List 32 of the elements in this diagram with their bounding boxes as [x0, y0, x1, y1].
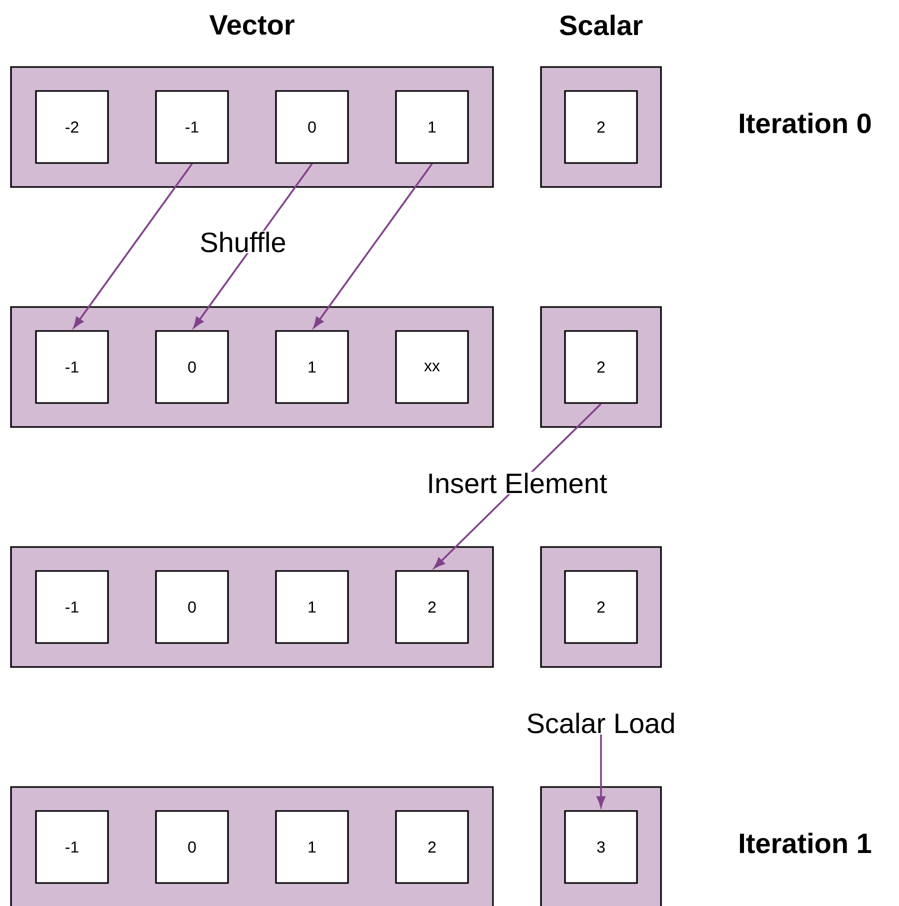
operation-label: Scalar Load	[528, 712, 674, 734]
element-box: 3	[564, 810, 638, 884]
element-box: 1	[275, 810, 349, 884]
element-box: 1	[395, 90, 469, 164]
edge-label: Insert Element	[426, 472, 608, 494]
element-box: 2	[564, 330, 638, 404]
element-box: 0	[275, 90, 349, 164]
column-heading: Scalar	[560, 14, 643, 36]
element-box: 2	[395, 570, 469, 644]
edge-label: Shuffle	[198, 230, 288, 254]
element-box: 0	[155, 810, 229, 884]
iteration-label: Iteration 0	[740, 112, 871, 134]
arrow	[73, 163, 193, 328]
element-box: 0	[155, 570, 229, 644]
iteration-label: Iteration 1	[740, 832, 872, 854]
element-box: 1	[275, 330, 349, 404]
arrow	[434, 403, 602, 568]
element-box: -2	[35, 90, 109, 164]
element-box: 0	[155, 330, 229, 404]
element-box: -1	[35, 330, 109, 404]
arrow	[596, 734, 606, 808]
element-box: 2	[395, 810, 469, 884]
element-box: 2	[564, 90, 638, 164]
element-box: 1	[275, 570, 349, 644]
column-heading: Vector	[209, 15, 294, 35]
arrow	[313, 163, 433, 328]
arrow	[193, 163, 313, 328]
element-box: -1	[35, 810, 109, 884]
element-box: 2	[564, 570, 638, 644]
element-box: -1	[155, 90, 229, 164]
element-box: -1	[35, 570, 109, 644]
element-box: xx	[395, 330, 469, 404]
